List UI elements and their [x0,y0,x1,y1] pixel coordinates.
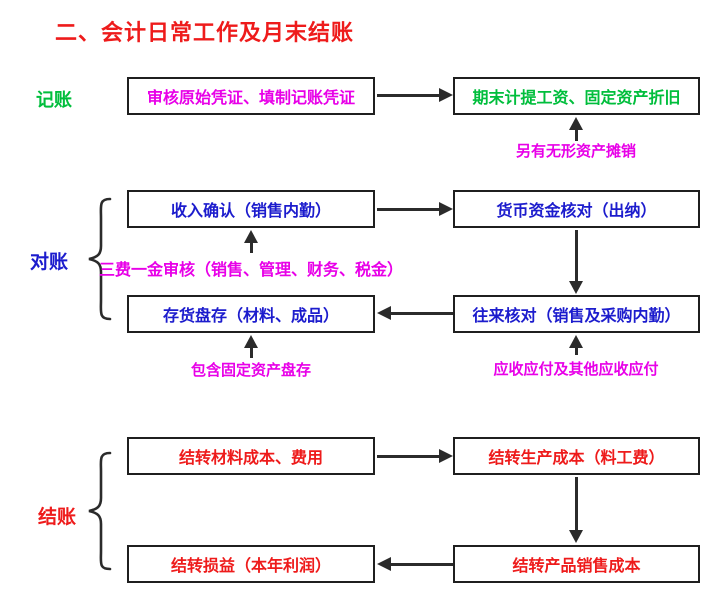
flow-box-current-accounts-check: 往来核对（销售及采购内勤） [453,295,700,333]
arrow-audit-to-accrual [377,88,453,102]
note-three-fees-audit: 三费一金审核（销售、管理、财务、税金） [98,262,403,279]
page-title: 二、会计日常工作及月末结账 [55,20,355,45]
flow-box-audit-vouchers: 审核原始凭证、填制记账凭证 [127,77,375,115]
flow-box-carryover-production-cost: 结转生产成本（料工费） [453,437,700,475]
note-fixed-asset-count: 包含固定资产盘存 [190,362,311,379]
arrow-fixed-asset-note-up [244,335,258,358]
arrow-cash-to-current-accounts [569,230,583,294]
flow-box-carryover-profit-loss: 结转损益（本年利润） [127,545,375,583]
arrow-material-to-production [377,449,453,463]
note-receivables-payables: 应收应付及其他应收应付 [493,361,659,378]
flow-box-period-end-accrual: 期末计提工资、固定资产折旧 [453,77,700,115]
flow-box-carryover-material-cost: 结转材料成本、费用 [127,437,375,475]
note-intangible-amortization: 另有无形资产摊销 [515,143,636,160]
arrow-revenue-to-cash [377,202,453,216]
flow-box-cash-check: 货币资金核对（出纳） [453,190,700,228]
arrow-sales-cost-to-profit-loss [377,557,453,571]
arrow-production-to-sales-cost [569,477,583,543]
section-label-bookkeeping: 记账 [36,90,72,110]
arrow-amortization-note-up [569,117,583,141]
brace-reconciliation [88,197,112,321]
flow-box-inventory-count: 存货盘存（材料、成品） [127,295,375,333]
section-label-closing: 结账 [38,507,77,528]
arrow-receivables-note-up [569,335,583,355]
flow-box-revenue-confirmation: 收入确认（销售内勤） [127,190,375,228]
arrow-current-accounts-to-inventory [377,306,453,320]
flow-box-carryover-sales-cost: 结转产品销售成本 [453,545,700,583]
brace-closing [88,451,112,571]
arrow-three-fees-note-up [244,230,258,253]
section-label-reconciliation: 对账 [30,252,69,273]
